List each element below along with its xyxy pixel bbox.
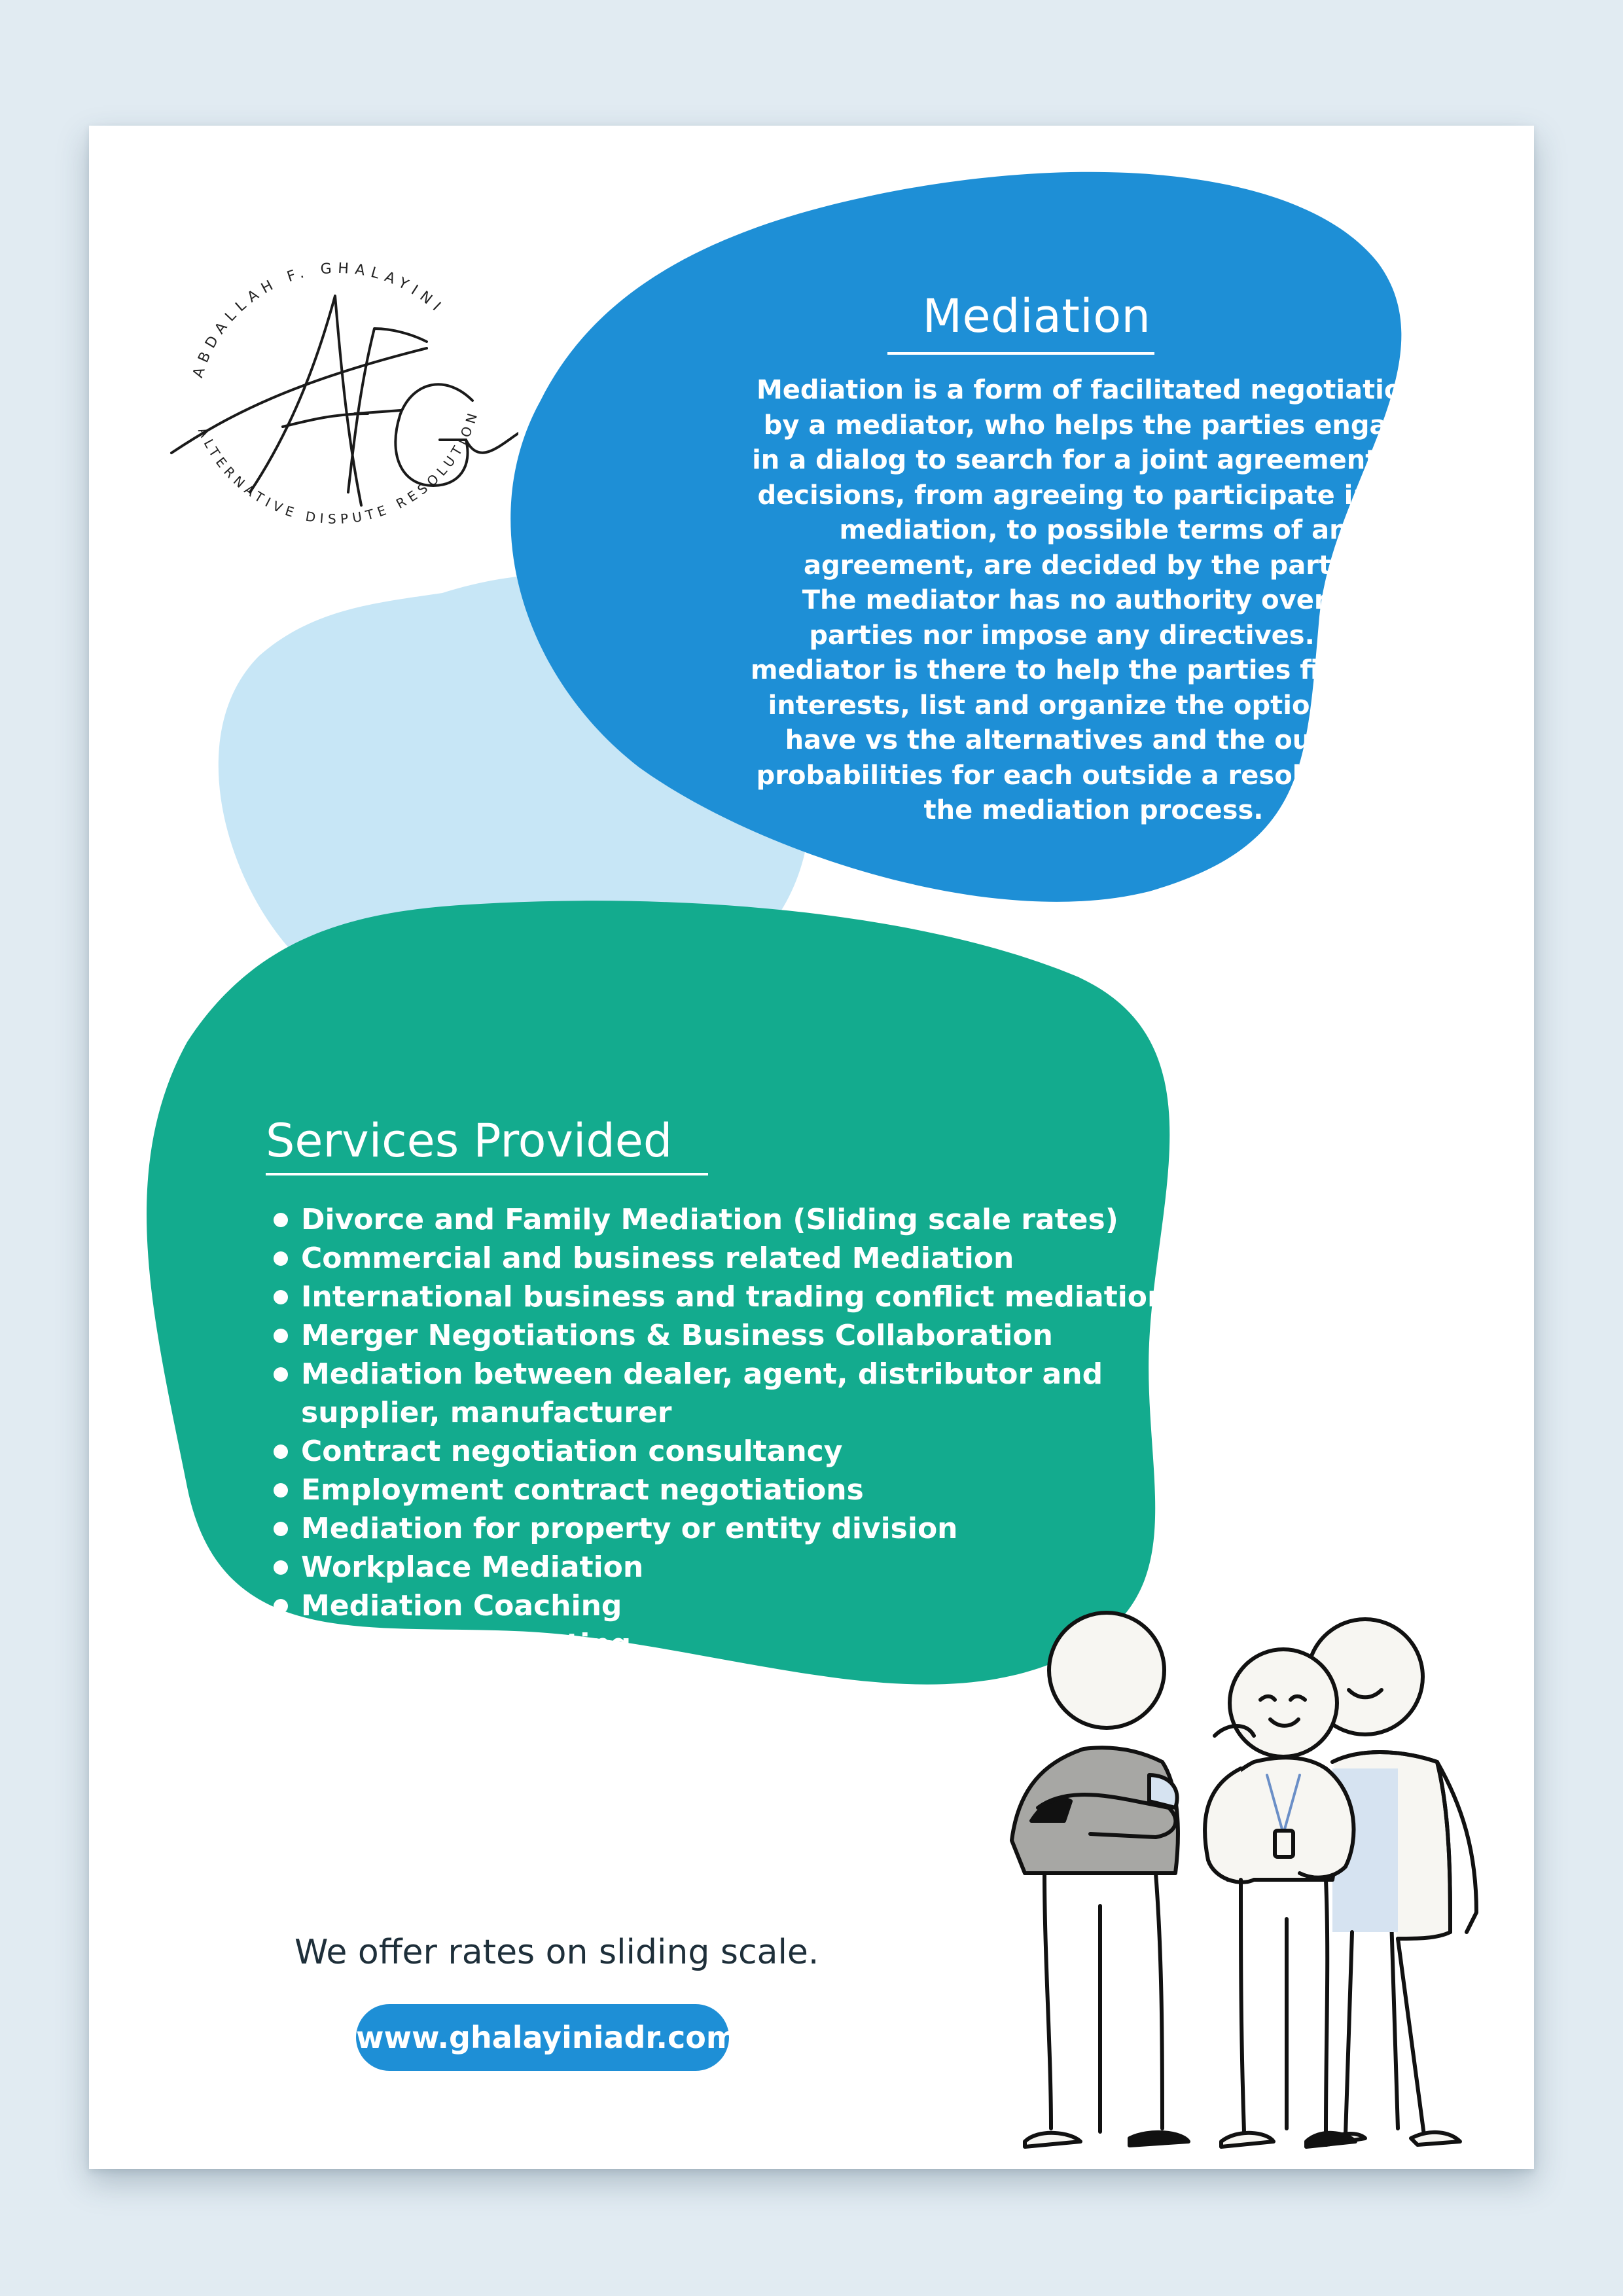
mediation-line: by a mediator, who helps the parties eng… bbox=[763, 410, 1424, 440]
service-label: Mediation between dealer, agent, distrib… bbox=[301, 1357, 1103, 1429]
bullet-icon bbox=[274, 1676, 288, 1691]
afg-signature-logo: ABDALLAH F. GHALAYINI ALTERNATIVE DISPUT… bbox=[170, 260, 518, 527]
three-people-illustration bbox=[1010, 1611, 1478, 2149]
mediation-line: parties nor impose any directives. The bbox=[809, 620, 1378, 651]
service-label: Merger Negotiations & Business Collabora… bbox=[301, 1319, 1053, 1352]
services-title: Services Provided bbox=[266, 1114, 673, 1168]
mediation-blob bbox=[510, 171, 1402, 902]
mediation-line: decisions, from agreeing to participate … bbox=[757, 480, 1430, 511]
bullet-icon bbox=[274, 1251, 288, 1266]
bullet-icon bbox=[274, 1560, 288, 1575]
list-item: Ombuds contracting bbox=[271, 1625, 1213, 1664]
list-item: Employment contract negotiations bbox=[271, 1471, 1213, 1509]
mediation-line: in a dialog to search for a joint agreem… bbox=[752, 445, 1435, 475]
bullet-icon bbox=[274, 1522, 288, 1536]
list-item: Merger Negotiations & Business Collabora… bbox=[271, 1316, 1213, 1355]
list-item: International business and trading confl… bbox=[271, 1278, 1213, 1316]
list-item: Mediation Coaching bbox=[271, 1587, 1213, 1625]
bullet-icon bbox=[274, 1483, 288, 1498]
service-label: Mediation via videoconference bbox=[301, 1666, 800, 1700]
mediation-line: the mediation process. bbox=[923, 795, 1264, 825]
background-blobs bbox=[147, 171, 1402, 1685]
service-label: Divorce and Family Mediation (Sliding sc… bbox=[301, 1203, 1118, 1236]
mediation-line: interests, list and organize the options… bbox=[768, 690, 1419, 721]
bullet-icon bbox=[274, 1329, 288, 1343]
flyer-page: ABDALLAH F. GHALAYINI ALTERNATIVE DISPUT… bbox=[89, 126, 1534, 2169]
service-label: International business and trading confl… bbox=[301, 1280, 1168, 1314]
bullet-icon bbox=[274, 1715, 288, 1729]
bullet-icon bbox=[274, 1599, 288, 1613]
services-title-underline bbox=[266, 1173, 708, 1175]
services-list: Divorce and Family Mediation (Sliding sc… bbox=[271, 1200, 1213, 1741]
list-item: Divorce and Family Mediation (Sliding sc… bbox=[271, 1200, 1213, 1239]
logo-ring-top-text: ABDALLAH F. GHALAYINI bbox=[190, 260, 448, 380]
service-label: Ombuds contracting bbox=[301, 1628, 632, 1661]
mediation-title-underline bbox=[887, 352, 1154, 355]
service-label: Contract negotiation consultancy bbox=[301, 1435, 843, 1468]
list-item: Meetings Facilitation bbox=[271, 1702, 1213, 1741]
mediation-line: Mediation is a form of facilitated negot… bbox=[756, 375, 1431, 405]
list-item: Mediation via videoconference bbox=[271, 1664, 1213, 1702]
service-label: Mediation Coaching bbox=[301, 1589, 622, 1623]
bullet-icon bbox=[274, 1367, 288, 1382]
mediation-description: Mediation is a form of facilitated negot… bbox=[671, 373, 1516, 829]
mediation-line: have vs the alternatives and the outcome bbox=[785, 725, 1402, 755]
mediation-line: mediation, to possible terms of an bbox=[839, 515, 1348, 545]
services-blob bbox=[147, 901, 1170, 1685]
service-label: Workplace Mediation bbox=[301, 1551, 644, 1584]
bullet-icon bbox=[274, 1638, 288, 1652]
mediation-title: Mediation bbox=[922, 289, 1151, 343]
bullet-icon bbox=[274, 1213, 288, 1227]
mediation-line: mediator is there to help the parties fi… bbox=[750, 655, 1437, 685]
website-link[interactable]: www.ghalayiniadr.com bbox=[356, 2004, 738, 2071]
person-middle bbox=[1203, 1647, 1357, 2149]
logo-monogram bbox=[170, 295, 518, 507]
list-item: Mediation for property or entity divisio… bbox=[271, 1509, 1213, 1548]
list-item: Contract negotiation consultancy bbox=[271, 1432, 1213, 1471]
list-item: Mediation between dealer, agent, distrib… bbox=[271, 1355, 1213, 1432]
mediation-line: agreement, are decided by the parties. bbox=[803, 550, 1383, 581]
bullet-icon bbox=[274, 1444, 288, 1459]
list-item: Commercial and business related Mediatio… bbox=[271, 1239, 1213, 1278]
service-label: Employment contract negotiations bbox=[301, 1473, 864, 1507]
service-label: Commercial and business related Mediatio… bbox=[301, 1242, 1014, 1275]
mediation-line: probabilities for each outside a resolut… bbox=[756, 760, 1431, 791]
list-item: Workplace Mediation bbox=[271, 1548, 1213, 1587]
service-label: Mediation for property or entity divisio… bbox=[301, 1512, 958, 1545]
service-label: Meetings Facilitation bbox=[301, 1705, 642, 1738]
bullet-icon bbox=[274, 1290, 288, 1304]
sliding-scale-tagline: We offer rates on sliding scale. bbox=[294, 1933, 819, 1972]
person-left bbox=[1010, 1611, 1190, 2149]
logo-ring-bottom-text: ALTERNATIVE DISPUTE RESOLUTION bbox=[195, 407, 482, 527]
mediation-line: The mediator has no authority over the bbox=[802, 585, 1385, 615]
